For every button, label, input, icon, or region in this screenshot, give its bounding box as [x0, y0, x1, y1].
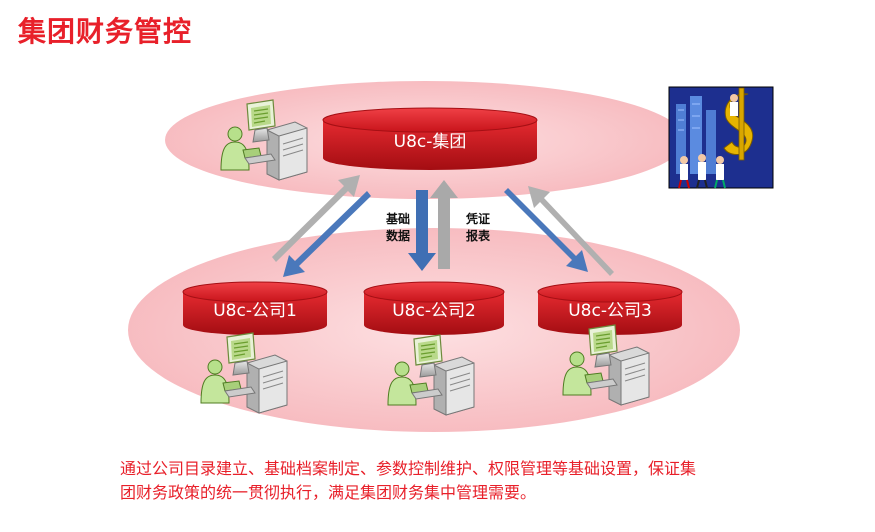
finance-clipart-icon	[668, 86, 774, 189]
edge-label-down-line1: 基础	[385, 211, 410, 226]
right-down-arrow	[504, 188, 588, 272]
edge-label-up-line2: 报表	[466, 228, 491, 243]
edge-label-down: 基础 数据	[385, 211, 410, 243]
company-node-1: U8c-公司1	[182, 281, 328, 335]
group-node-label: U8c-集团	[394, 132, 467, 152]
edge-label-down-line2: 数据	[386, 228, 410, 243]
company-node-3: U8c-公司3	[537, 281, 683, 335]
left-up-arrow	[272, 175, 360, 262]
company-node-2-label: U8c-公司2	[392, 301, 476, 321]
right-up-arrow	[528, 186, 614, 276]
company-node-2: U8c-公司2	[363, 281, 505, 335]
company-node-3-label: U8c-公司3	[568, 301, 652, 321]
page-title: 集团财务管控	[18, 15, 193, 48]
edge-label-up-line1: 凭证	[465, 211, 490, 226]
group-node: U8c-集团	[322, 107, 538, 170]
edge-label-up: 凭证 报表	[465, 211, 491, 243]
left-down-arrow	[283, 191, 371, 277]
middle-up-arrow	[430, 180, 458, 269]
company-node-1-label: U8c-公司1	[213, 301, 297, 321]
middle-down-arrow	[408, 190, 436, 271]
description-text: 通过公司目录建立、基础档案制定、参数控制维护、权限管理等基础设置，保证集团财务政…	[120, 459, 697, 502]
